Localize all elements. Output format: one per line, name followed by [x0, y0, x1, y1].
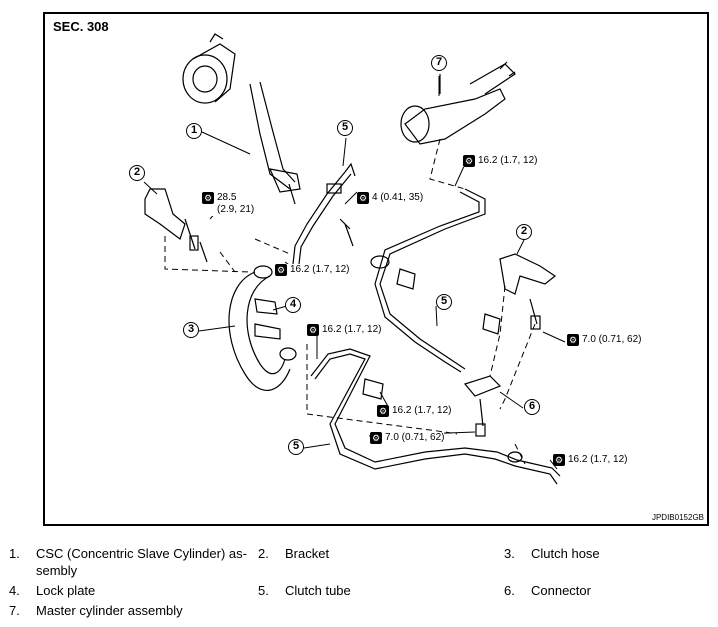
legend-item-1: 1. CSC (Concentric Slave Cylinder) as- — [9, 545, 249, 562]
legend-item-7: 7. Master cylinder assembly — [9, 602, 269, 619]
torque-spec-lower-tube-nut: ⚙ 16.2 (1.7, 12) — [553, 454, 628, 466]
bracket-left-drawing — [144, 188, 199, 251]
torque-value: 16.2 (1.7, 12) — [478, 155, 538, 166]
legend-item-2: 2. Bracket — [258, 545, 458, 562]
diagram-figure: SEC. 308 JPDIB0152GB 1 2 2 3 4 5 5 5 6 7… — [43, 12, 709, 526]
figure-code: JPDIB0152GB — [651, 513, 704, 522]
torque-spec-tube-bracket-bolt: ⚙ 4 (0.41, 35) — [357, 192, 424, 204]
csc-assembly-drawing — [182, 33, 301, 205]
section-label: SEC. 308 — [53, 19, 109, 34]
torque-value: 7.0 (0.71, 62) — [385, 432, 445, 443]
torque-wrench-icon: ⚙ — [370, 432, 382, 444]
torque-wrench-icon: ⚙ — [377, 405, 389, 417]
callout-5-upper: 5 — [337, 120, 353, 136]
torque-value: 4 (0.41, 35) — [372, 192, 424, 203]
legend-item-1-cont: sembly — [9, 562, 249, 579]
torque-value: 7.0 (0.71, 62) — [582, 334, 642, 345]
torque-spec-csc-bolt: ⚙ 28.5(2.9, 21) — [202, 192, 255, 216]
callout-2-right: 2 — [516, 224, 532, 240]
torque-spec-bracket-bolt: ⚙ 7.0 (0.71, 62) — [567, 334, 642, 346]
connector-drawing — [463, 375, 502, 437]
legend-item-5: 5. Clutch tube — [258, 582, 458, 599]
legend-number: 4. — [9, 583, 20, 598]
torque-spec-connector-bolt: ⚙ 7.0 (0.71, 62) — [370, 432, 445, 444]
legend-label: Lock plate — [36, 583, 96, 598]
legend-label: Clutch hose — [531, 546, 600, 561]
torque-wrench-icon: ⚙ — [463, 155, 475, 167]
callout-2-left: 2 — [129, 165, 145, 181]
legend-number: 3. — [504, 546, 515, 561]
callout-1: 1 — [186, 123, 202, 139]
torque-spec-master-cylinder-nut: ⚙ 16.2 (1.7, 12) — [463, 155, 538, 167]
callout-5-lower: 5 — [288, 439, 304, 455]
torque-spec-hose-nut: ⚙ 16.2 (1.7, 12) — [275, 264, 350, 276]
torque-value: 16.2 (1.7, 12) — [322, 324, 382, 335]
callout-3: 3 — [183, 322, 199, 338]
legend-label: Connector — [531, 583, 591, 598]
clutch-tube-middle-drawing — [370, 188, 486, 373]
bracket-right-drawing — [499, 253, 557, 330]
clutch-tube-upper-drawing — [292, 162, 356, 265]
legend-item-3: 3. Clutch hose — [504, 545, 704, 562]
torque-wrench-icon: ⚙ — [275, 264, 287, 276]
torque-value-sub: (2.9, 21) — [217, 204, 255, 215]
legend-number: 2. — [258, 546, 269, 561]
torque-value: 16.2 (1.7, 12) — [290, 264, 350, 275]
legend-label: CSC (Concentric Slave Cylinder) as- — [36, 546, 247, 561]
legend-item-6: 6. Connector — [504, 582, 704, 599]
torque-value: 16.2 (1.7, 12) — [392, 405, 452, 416]
master-cylinder-drawing — [400, 61, 516, 145]
torque-spec-connector-nut: ⚙ 16.2 (1.7, 12) — [377, 405, 452, 417]
torque-spec-hose-lower-nut: ⚙ 16.2 (1.7, 12) — [307, 324, 382, 336]
legend-label: Bracket — [285, 546, 330, 561]
torque-wrench-icon: ⚙ — [567, 334, 579, 346]
legend-item-4: 4. Lock plate — [9, 582, 249, 599]
legend-number: 6. — [504, 583, 515, 598]
lock-plate-drawing — [254, 298, 281, 340]
legend-number: 7. — [9, 603, 20, 618]
torque-wrench-icon: ⚙ — [307, 324, 319, 336]
legend-number: 5. — [258, 583, 269, 598]
legend-label: sembly — [36, 563, 78, 578]
callout-6: 6 — [524, 399, 540, 415]
torque-wrench-icon: ⚙ — [202, 192, 214, 204]
legend-number: 1. — [9, 546, 20, 561]
torque-value: 16.2 (1.7, 12) — [568, 454, 628, 465]
torque-wrench-icon: ⚙ — [553, 454, 565, 466]
clutch-hose-drawing — [228, 265, 297, 392]
legend-label: Clutch tube — [285, 583, 351, 598]
torque-wrench-icon: ⚙ — [357, 192, 369, 204]
callout-4: 4 — [285, 297, 301, 313]
callout-5-middle: 5 — [436, 294, 452, 310]
callout-7: 7 — [431, 55, 447, 71]
legend-label: Master cylinder assembly — [36, 603, 183, 618]
diagram-drawing — [143, 33, 566, 485]
torque-value: 28.5 — [217, 192, 237, 203]
